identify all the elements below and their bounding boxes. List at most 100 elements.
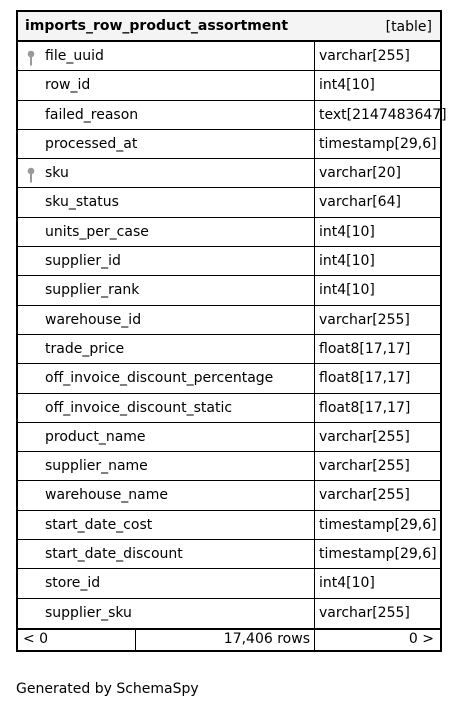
- column-type: float8[17,17]: [319, 370, 411, 387]
- column-row[interactable]: processed_at timestamp[29,6]: [18, 129, 440, 160]
- column-type-cell: float8[17,17]: [315, 364, 440, 392]
- column-type-cell: int4[10]: [315, 276, 440, 304]
- column-name: start_date_cost: [45, 516, 153, 533]
- column-row[interactable]: warehouse_id varchar[255]: [18, 305, 440, 335]
- column-type-cell: varchar[20]: [315, 159, 440, 187]
- table-type-label: [table]: [385, 19, 432, 35]
- column-name: file_uuid: [45, 48, 104, 64]
- column-type: varchar[255]: [319, 48, 410, 64]
- column-type: timestamp[29,6]: [319, 516, 437, 533]
- column-name-cell: units_per_case: [18, 217, 315, 247]
- column-type-cell: varchar[255]: [315, 423, 440, 451]
- column-row[interactable]: supplier_rank int4[10]: [18, 276, 440, 306]
- generated-by-text: Generated by SchemaSpy: [16, 681, 199, 697]
- column-name: supplier_rank: [45, 282, 140, 299]
- column-type: varchar[255]: [319, 311, 410, 328]
- column-name: supplier_sku: [45, 604, 132, 621]
- column-name: sku: [45, 165, 69, 182]
- column-type-cell: varchar[255]: [315, 306, 440, 334]
- column-type: int4[10]: [319, 77, 375, 94]
- column-name-cell: supplier_sku: [18, 598, 315, 628]
- column-row[interactable]: product_name varchar[255]: [18, 422, 440, 453]
- column-type-cell: int4[10]: [315, 71, 440, 99]
- column-type: timestamp[29,6]: [319, 135, 437, 152]
- column-type: int4[10]: [319, 575, 375, 592]
- children-count[interactable]: 0 >: [408, 630, 434, 647]
- column-row[interactable]: sku_status varchar[64]: [18, 188, 440, 218]
- column-name: row_id: [45, 77, 91, 94]
- column-name-cell: failed_reason: [18, 100, 315, 129]
- column-name-cell: supplier_id: [18, 247, 315, 276]
- column-row[interactable]: off_invoice_discount_percentage float8[17…: [18, 364, 440, 394]
- column-type-cell: varchar[64]: [315, 188, 440, 216]
- column-type-cell: float8[17,17]: [315, 394, 440, 422]
- column-type: varchar[64]: [319, 194, 401, 211]
- column-name-cell: store_id: [18, 569, 315, 598]
- column-type-cell: varchar[255]: [315, 481, 440, 509]
- parents-count[interactable]: < 0: [23, 630, 49, 647]
- column-row[interactable]: start_date_discount timestamp[29,6]: [18, 540, 440, 570]
- column-type-cell: float8[17,17]: [315, 335, 440, 363]
- table-name[interactable]: imports_row_product_assortment: [25, 18, 289, 34]
- column-name-cell: supplier_rank: [18, 276, 315, 305]
- column-name-cell: warehouse_name: [18, 481, 315, 510]
- column-name: product_name: [45, 428, 146, 445]
- column-row[interactable]: failed_reason text[2147483647]: [18, 100, 447, 130]
- column-row[interactable]: warehouse_name varchar[255]: [18, 481, 440, 511]
- column-name-cell: off_invoice_discount_percentage: [18, 364, 315, 393]
- column-type-cell: timestamp[29,6]: [315, 130, 440, 158]
- column-name-cell: sku_status: [18, 188, 315, 217]
- column-row[interactable]: start_date_cost timestamp[29,6]: [18, 510, 440, 541]
- column-type: text[2147483647]: [319, 106, 447, 123]
- table-header: imports_row_product_assortment [table]: [18, 12, 440, 42]
- column-name-cell: sku: [18, 159, 315, 188]
- column-row[interactable]: supplier_sku varchar[255]: [18, 598, 440, 628]
- column-name: supplier_name: [45, 458, 148, 475]
- column-type: varchar[255]: [319, 604, 410, 621]
- column-type: varchar[255]: [319, 458, 410, 475]
- column-type-cell: varchar[255]: [315, 42, 440, 70]
- column-type: timestamp[29,6]: [319, 546, 437, 563]
- column-name-cell: processed_at: [18, 129, 315, 159]
- row-count: 17,406 rows: [223, 630, 310, 647]
- footer-children: 0 >: [315, 630, 440, 650]
- table-footer: < 0 17,406 rows 0 >: [18, 627, 440, 650]
- column-row[interactable]: trade_price float8[17,17]: [18, 334, 440, 365]
- column-type: float8[17,17]: [319, 340, 411, 357]
- column-type-cell: int4[10]: [315, 569, 440, 597]
- column-row[interactable]: file_uuid varchar[255]: [18, 42, 440, 72]
- column-name: processed_at: [45, 135, 138, 152]
- column-type: varchar[20]: [319, 165, 401, 182]
- column-name: warehouse_id: [45, 311, 142, 328]
- table-node: imports_row_product_assortment [table] f…: [16, 10, 447, 652]
- footer-rows: 17,406 rows: [136, 629, 315, 650]
- column-name-cell: row_id: [18, 71, 315, 100]
- column-type: varchar[255]: [319, 487, 410, 504]
- column-name: start_date_discount: [45, 546, 183, 563]
- column-name: off_invoice_discount_static: [45, 399, 233, 416]
- column-name-cell: start_date_discount: [18, 540, 315, 569]
- column-name-cell: file_uuid: [18, 42, 315, 71]
- column-type: float8[17,17]: [319, 399, 411, 416]
- column-row[interactable]: sku varchar[20]: [18, 159, 440, 189]
- column-name-cell: start_date_cost: [18, 510, 315, 540]
- footer-parents: < 0: [18, 629, 136, 650]
- column-list: file_uuid varchar[255] row_id int4[10] faile…: [18, 42, 447, 628]
- column-name: off_invoice_discount_percentage: [45, 370, 274, 387]
- column-name: failed_reason: [45, 106, 139, 123]
- column-row[interactable]: supplier_name varchar[255]: [18, 452, 440, 482]
- column-name: warehouse_name: [45, 487, 169, 504]
- column-name: trade_price: [45, 340, 125, 357]
- column-row[interactable]: off_invoice_discount_static float8[17,17]: [18, 393, 440, 423]
- column-name: sku_status: [45, 194, 119, 211]
- column-name-cell: supplier_name: [18, 452, 315, 481]
- column-type-cell: int4[10]: [315, 247, 440, 275]
- column-row[interactable]: row_id int4[10]: [18, 71, 440, 101]
- column-type-cell: varchar[255]: [315, 452, 440, 480]
- column-type-cell: timestamp[29,6]: [315, 540, 440, 568]
- column-name-cell: product_name: [18, 422, 315, 452]
- key-icon: [27, 50, 35, 66]
